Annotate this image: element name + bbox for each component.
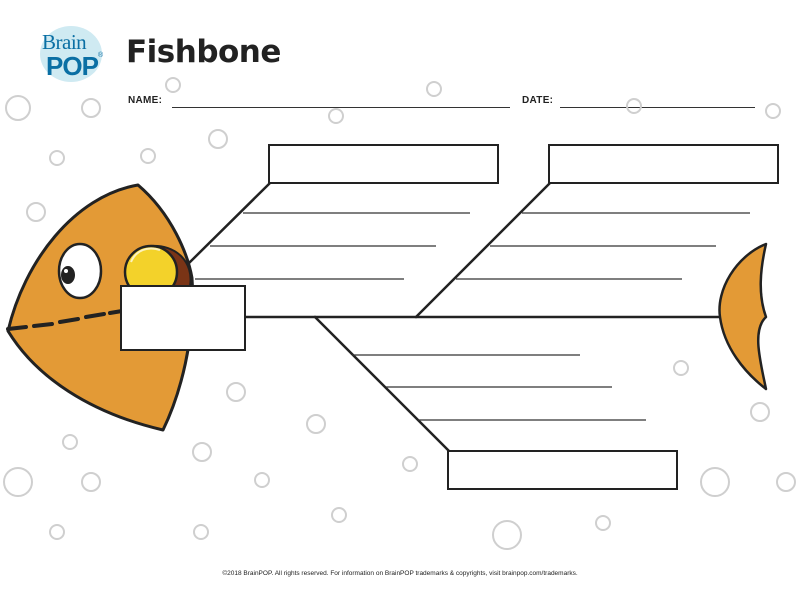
name-label: NAME: — [128, 95, 163, 106]
date-field[interactable] — [560, 107, 755, 108]
fish-skeleton — [186, 181, 722, 454]
logo-bubble — [40, 26, 102, 82]
logo-registered-mark: ® — [98, 52, 104, 59]
category-box-top-left[interactable] — [268, 144, 499, 184]
fish-tail — [718, 242, 768, 391]
effect-box-head[interactable] — [120, 285, 246, 351]
category-box-bottom[interactable] — [447, 450, 678, 490]
name-field[interactable] — [172, 107, 510, 108]
page-title: Fishbone — [126, 34, 281, 70]
writing-lines — [195, 212, 750, 421]
category-box-top-right[interactable] — [548, 144, 779, 184]
copyright-footer: ©2018 BrainPOP. All rights reserved. For… — [222, 570, 578, 577]
bone-upper-left — [186, 181, 272, 266]
logo-pop-text: POP — [46, 51, 99, 81]
date-label: DATE: — [522, 95, 554, 106]
logo-brain-text: Brain — [42, 30, 87, 54]
fish-mouth — [6, 309, 124, 331]
background-bubbles — [3, 77, 796, 550]
fish-eye-left — [57, 242, 103, 300]
brainpop-logo: Brain POP ® — [36, 22, 108, 84]
bone-upper-right — [414, 181, 552, 319]
bone-lower — [313, 315, 452, 454]
